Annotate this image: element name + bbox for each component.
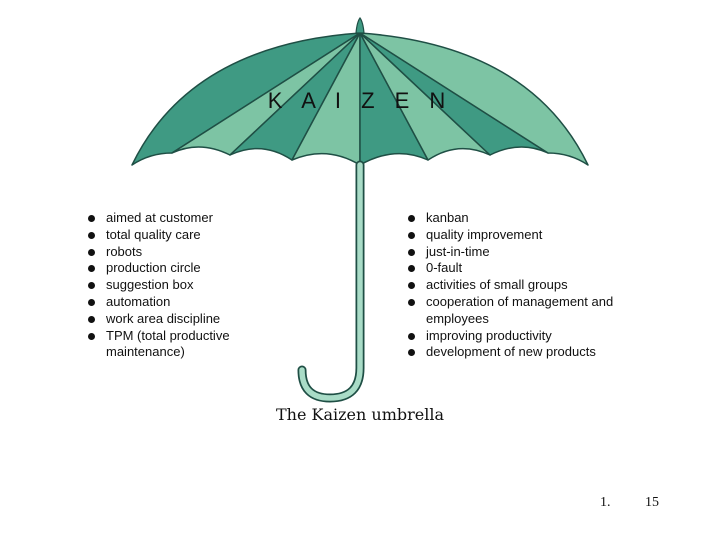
bullet-icon — [408, 332, 415, 340]
figure-caption: The Kaizen umbrella — [275, 405, 445, 424]
list-item: just-in-time — [406, 244, 656, 261]
list-item: development of new products — [406, 344, 656, 361]
list-item: automation — [86, 294, 286, 311]
canopy-panel — [359, 32, 589, 166]
list-item: 0-fault — [406, 260, 656, 277]
bullet-icon — [88, 298, 95, 306]
list-item: production circle — [86, 260, 286, 277]
list-item: quality improvement — [406, 227, 656, 244]
umbrella-handle-inner — [299, 162, 363, 401]
right-bullet-list: kanban quality improvement just-in-time … — [406, 210, 656, 361]
list-item: robots — [86, 244, 286, 261]
bullet-icon — [408, 282, 415, 290]
bullet-icon — [88, 315, 95, 323]
bullet-icon — [408, 231, 415, 239]
bullet-icon — [88, 282, 95, 290]
canopy-panel — [229, 32, 361, 161]
bullet-icon — [88, 248, 95, 256]
kaizen-title: K A I Z E N — [267, 88, 453, 113]
slide-number-label: 1. — [600, 495, 611, 510]
list-item: suggestion box — [86, 277, 286, 294]
list-item: work area discipline — [86, 311, 286, 328]
bullet-icon — [408, 248, 415, 256]
bullet-icon — [408, 298, 415, 306]
bullet-icon — [408, 349, 415, 357]
list-item: aimed at customer — [86, 210, 286, 227]
bullet-icon — [408, 265, 415, 273]
page-number: 15 — [645, 495, 659, 510]
list-item: total quality care — [86, 227, 286, 244]
umbrella-handle — [297, 160, 365, 403]
bullet-icon — [88, 332, 95, 340]
list-item: TPM (total productive maintenance) — [86, 328, 286, 362]
bullet-icon — [88, 215, 95, 222]
bullet-icon — [408, 215, 415, 222]
list-item: cooperation of management and employees — [406, 294, 656, 328]
list-item: improving productivity — [406, 328, 656, 345]
list-item: activities of small groups — [406, 277, 656, 294]
bullet-icon — [88, 265, 95, 273]
canopy-panel — [131, 32, 361, 166]
umbrella-canopy — [131, 32, 589, 166]
list-item: kanban — [406, 210, 656, 227]
left-bullet-list: aimed at customer total quality care rob… — [86, 210, 286, 361]
umbrella-tip — [355, 16, 365, 34]
bullet-icon — [88, 231, 95, 239]
